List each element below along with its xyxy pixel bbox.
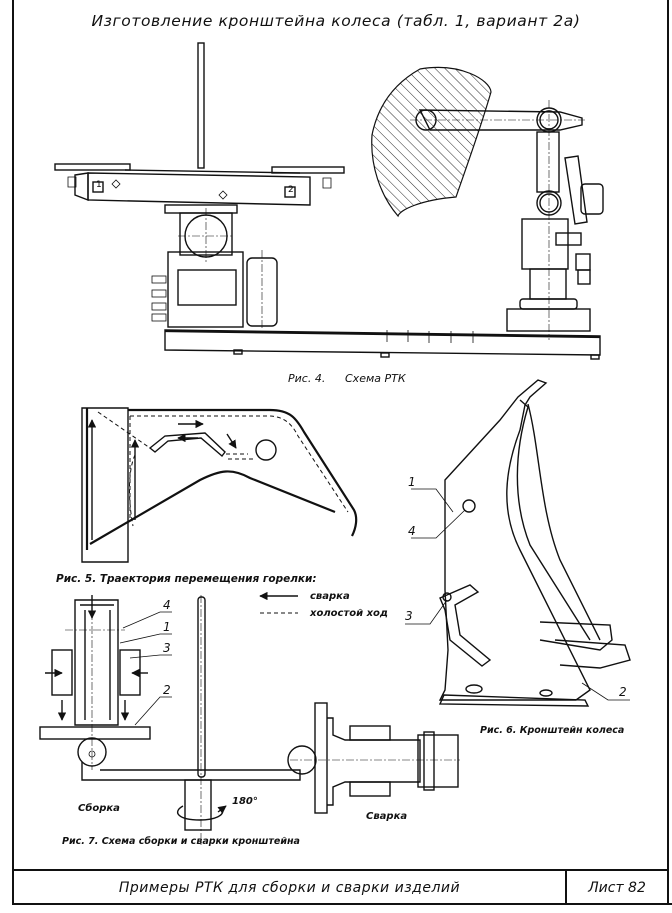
fig6-caption: Рис. 6. Кронштейн колеса	[480, 725, 625, 736]
fig6-callout-4: 4	[408, 524, 416, 538]
positioner-beam	[54, 163, 345, 206]
fig4-rtk-scheme	[54, 42, 601, 360]
fig5-torch-trajectory	[81, 407, 358, 563]
drive-motor	[151, 250, 278, 330]
page-border-right	[667, 0, 669, 905]
vertical-rod	[197, 42, 205, 169]
fig5-legend: сварка холостой ход	[258, 588, 388, 622]
fig7-assembly-label: Сборка	[78, 803, 120, 814]
legend-item-welding: сварка	[258, 588, 388, 605]
fig7-callout-2: 2	[163, 683, 171, 697]
fig4-caption-text: Схема РТК	[345, 372, 406, 385]
fig6-callout-2: 2	[619, 685, 627, 699]
legend-label: сварка	[310, 591, 350, 602]
rotator-unit	[164, 204, 238, 262]
fig7-callout-3: 3	[163, 641, 171, 655]
positioner-label-2: 2	[288, 185, 294, 195]
fig6-callout-3: 3	[405, 609, 413, 623]
fig7-rotation-label: 180°	[232, 796, 258, 807]
page-title: Изготовление кронштейна колеса (табл. 1,…	[91, 12, 581, 30]
welding-robot	[371, 66, 604, 340]
title-block-title: Примеры РТК для сборки и сварки изделий	[118, 880, 461, 896]
fig7-assembly-welding-scheme	[39, 595, 460, 845]
positioner-label-1: 1	[96, 180, 102, 190]
fig7-callout-1: 1	[163, 620, 171, 634]
title-block: Примеры РТК для сборки и сварки изделий …	[14, 869, 667, 905]
legend-label: холостой ход	[310, 608, 388, 619]
fig7-callout-4: 4	[163, 598, 171, 612]
fig7-welding-label: Сварка	[366, 811, 408, 822]
fig6-wheel-bracket	[405, 379, 631, 707]
fig4-caption-number: Рис. 4.	[288, 372, 326, 385]
fig5-caption: Рис. 5. Траектория перемещения горелки:	[56, 573, 317, 585]
base-rail	[164, 329, 601, 360]
fig7-caption: Рис. 7. Схема сборки и сварки кронштейна	[62, 836, 300, 847]
fig5-legend-symbols	[259, 591, 298, 614]
page-frame	[12, 0, 672, 905]
sheet-number: Лист 82	[565, 871, 667, 905]
fig6-callout-1: 1	[408, 475, 416, 489]
legend-item-idle-move: холостой ход	[258, 605, 388, 622]
